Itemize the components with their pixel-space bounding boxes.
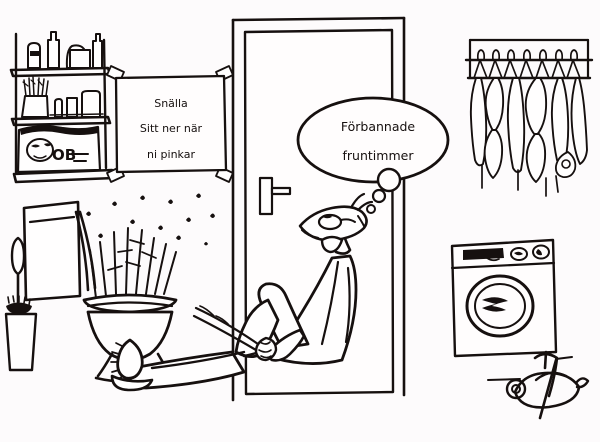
sign-line-2: Sitt ner när <box>140 122 203 135</box>
hanger-group <box>473 49 581 79</box>
bubble-tail-3 <box>366 204 376 214</box>
bubble-tail-1 <box>376 167 402 193</box>
ob-box-label: OB <box>52 146 76 164</box>
washer-knob-1[interactable] <box>510 247 528 261</box>
sign-line-1: Snälla <box>154 97 188 110</box>
bubble-line-1: Förbannade <box>341 119 416 134</box>
splash-droplets <box>86 193 215 246</box>
speech-bubble: Förbannade fruntimmer <box>296 96 450 227</box>
head <box>298 192 374 254</box>
shelf-box <box>81 90 101 118</box>
hanging-laundry <box>469 77 588 197</box>
door-handle[interactable] <box>258 176 292 216</box>
wall-sign: Snälla Sitt ner när ni pinkar <box>106 65 234 183</box>
shelf-tube <box>54 98 63 118</box>
toothbrush-cup <box>21 76 49 118</box>
bubble-tail-2 <box>371 188 387 204</box>
toilet-brush <box>4 236 38 372</box>
washer-door[interactable] <box>465 274 535 338</box>
bathroom-shelf: OB <box>9 31 116 184</box>
man-sitting-on-floor <box>110 192 374 392</box>
urine-stream <box>192 305 260 352</box>
washing-machine[interactable] <box>450 238 558 358</box>
bubble-tail-4 <box>357 215 365 227</box>
ob-box: OB <box>16 125 102 174</box>
toilet-splash <box>89 227 177 299</box>
glasses <box>317 213 343 231</box>
toilet <box>22 193 215 384</box>
feet <box>110 338 154 392</box>
sign-line-3: ni pinkar <box>147 148 195 161</box>
laundry-basket-with-plunger <box>487 350 590 420</box>
shelf-jar <box>66 97 78 118</box>
bubble-line-2: fruntimmer <box>343 148 415 163</box>
drying-rack-with-laundry <box>464 38 594 197</box>
control-display <box>463 248 504 260</box>
washer-knob-2[interactable] <box>532 244 550 260</box>
shelf-bottle-group <box>27 31 103 69</box>
